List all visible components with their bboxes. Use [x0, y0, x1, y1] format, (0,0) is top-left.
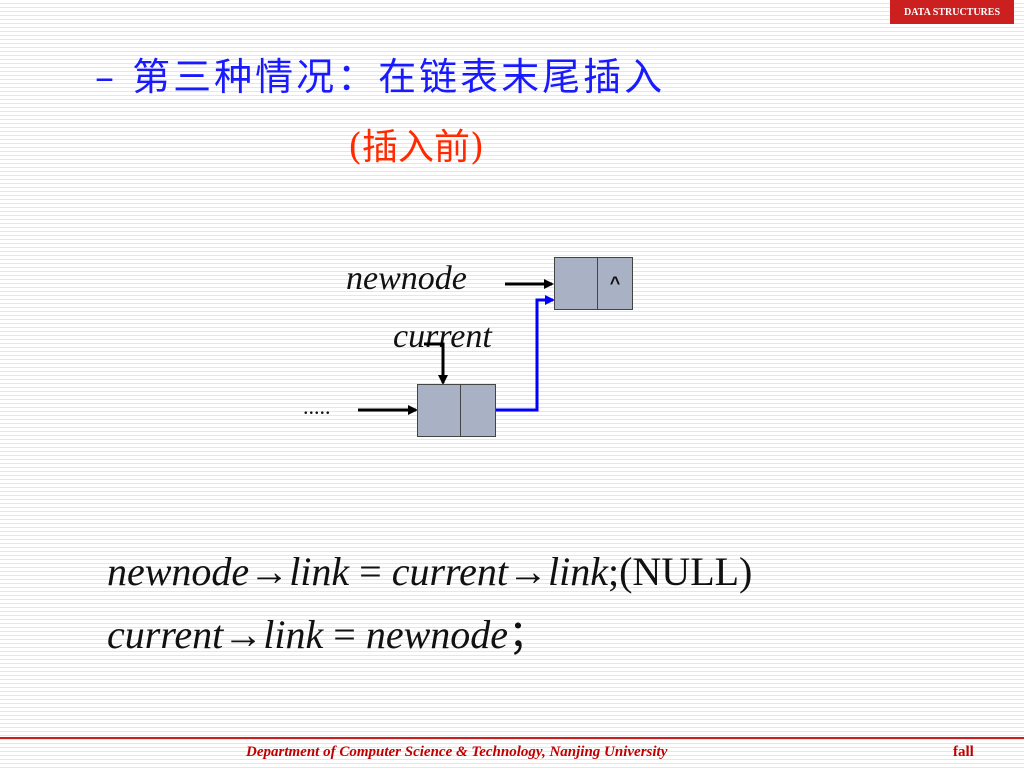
footer-department: Department of Computer Science & Technol…	[246, 744, 668, 760]
newnode-link-cell: ^	[597, 258, 632, 309]
code-line-1-lhs: newnode→link	[107, 549, 350, 594]
code-line-1-rhs: current→link	[391, 549, 608, 594]
newnode-box: ^	[554, 257, 633, 310]
footer-season: fall	[953, 744, 974, 760]
code-line-2-rhs: newnode	[365, 612, 508, 657]
code-line-1-tail: ;(NULL)	[607, 549, 753, 594]
ellipsis-text: .....	[303, 394, 331, 419]
link-arrow	[490, 295, 555, 412]
current-link-cell	[460, 385, 495, 436]
footer-divider	[0, 737, 1024, 739]
current-pointer-arrow	[424, 342, 448, 385]
code-line-2-tail: ；	[508, 612, 548, 657]
current-node-box	[417, 384, 496, 437]
newnode-data-cell	[555, 258, 597, 309]
slide-title: – 第三种情况：在链表末尾插入	[95, 55, 666, 99]
slide-subtitle: (插入前)	[348, 127, 485, 168]
code-line-2: current→link = newnode；	[107, 602, 548, 660]
newnode-label: newnode	[346, 260, 467, 297]
code-line-2-lhs: current→link	[107, 612, 324, 657]
course-tag: DATA STRUCTURES	[890, 0, 1014, 24]
code-line-1: newnode→link = current→link;(NULL)	[107, 548, 752, 595]
current-data-cell	[418, 385, 460, 436]
code-line-2-equals: =	[323, 612, 366, 657]
code-line-1-equals: =	[349, 549, 392, 594]
